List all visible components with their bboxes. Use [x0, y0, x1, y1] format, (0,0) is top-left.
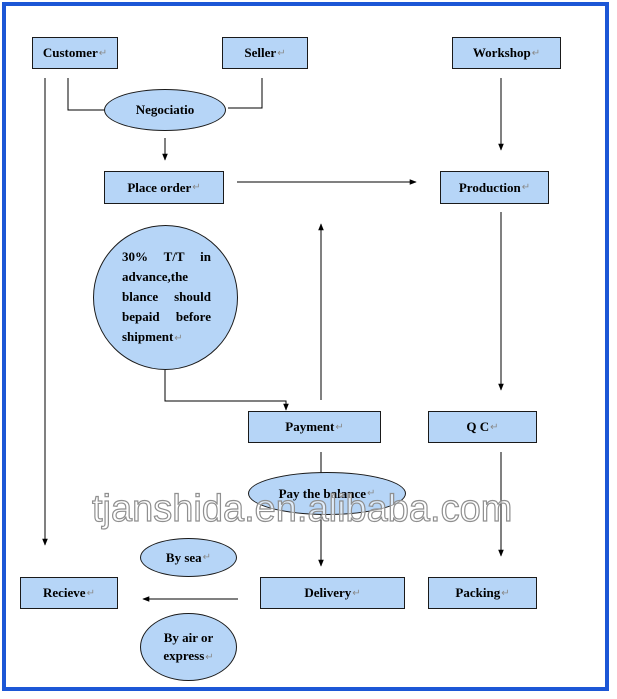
recieve-node: Recieve↵: [20, 577, 118, 609]
terms-to-payment-line: [164, 370, 289, 411]
payment-terms-node: 30% T/T in advance,the blance should bep…: [93, 225, 238, 370]
watermark-text: tjanshida.en.alibaba.com: [91, 487, 513, 530]
by-air-node: By air or express↵: [140, 613, 237, 681]
packing-node: Packing↵: [428, 577, 537, 609]
payment-node: Payment↵: [248, 411, 381, 443]
by-sea-node: By sea↵: [140, 538, 237, 577]
negotiation-node: Negociatio: [104, 89, 226, 131]
customer-node: Customer↵: [32, 37, 118, 69]
customer-to-negotiation-line: [67, 78, 105, 111]
diagram-frame: [2, 2, 609, 691]
pay-balance-node: Pay the balance↵: [248, 472, 406, 515]
delivery-node: Delivery↵: [260, 577, 405, 609]
place-order-node: Place order↵: [104, 171, 224, 204]
seller-to-negotiation-line: [228, 78, 263, 109]
workshop-node: Workshop↵: [452, 37, 561, 69]
qc-node: Q C↵: [428, 411, 537, 443]
seller-node: Seller↵: [222, 37, 308, 69]
production-node: Production↵: [440, 171, 549, 204]
